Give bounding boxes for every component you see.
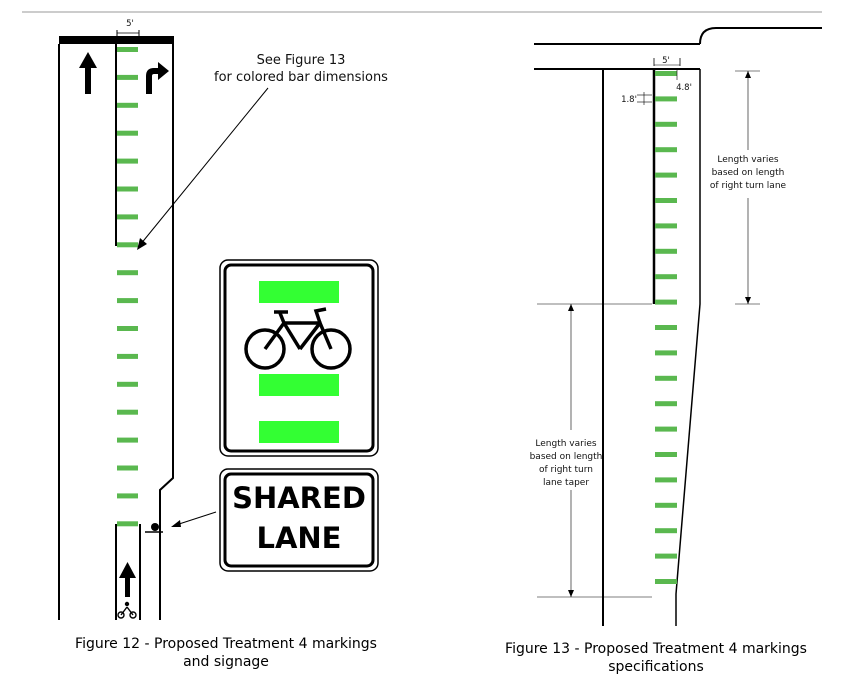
turn-lane-dim-arrow-bottom — [745, 297, 751, 304]
bicycle-icon — [244, 307, 352, 370]
green-bar — [655, 299, 677, 305]
fig12-green-bars — [117, 47, 138, 527]
fig12-caption-line1: Figure 12 - Proposed Treatment 4 marking… — [75, 636, 377, 652]
green-bar — [655, 477, 677, 483]
sign-leader — [175, 511, 217, 526]
fig12-callout-arrowhead — [137, 238, 147, 250]
fig12-callout-line1: See Figure 13 — [257, 53, 346, 68]
green-bar — [655, 401, 677, 407]
green-bar — [117, 298, 138, 304]
green-bar — [655, 325, 677, 330]
green-bar — [655, 502, 677, 508]
green-bar — [655, 121, 677, 127]
taper-dim-arrow-top — [568, 304, 574, 311]
green-bar — [117, 47, 138, 52]
taper-dim-arrow-bottom — [568, 590, 574, 597]
green-bar — [655, 223, 677, 229]
turn-lane-note-line2: based on length — [712, 168, 785, 178]
green-bar — [117, 521, 138, 527]
green-bar — [655, 426, 677, 432]
right-turn-arrow-icon — [146, 62, 169, 94]
green-bar — [117, 465, 138, 471]
sign-green-bar-2 — [259, 374, 339, 396]
sign-text-shared: SHARED — [232, 481, 366, 515]
sign-green-bar-3 — [259, 421, 339, 443]
green-bar — [655, 579, 677, 584]
green-bar — [655, 350, 677, 356]
green-bar — [117, 242, 138, 248]
bike-lane-sign — [219, 259, 379, 457]
fig13-caption-line2: specifications — [608, 659, 704, 675]
detector-icon — [145, 523, 163, 533]
green-bar — [655, 198, 677, 203]
turn-lane-note-line3: of right turn lane — [710, 181, 787, 191]
taper-note-line3: of right turn — [539, 465, 593, 475]
taper-note-line1: Length varies — [535, 439, 596, 449]
green-bar — [117, 409, 138, 415]
green-bar — [117, 214, 138, 220]
figure-12: 5' See Figure 13 for colored bar dimensi… — [58, 19, 388, 670]
green-bar — [117, 381, 138, 387]
right-edge-line — [159, 44, 174, 620]
green-bar — [117, 326, 138, 331]
sign-green-bar-1 — [259, 281, 339, 303]
green-bar — [117, 102, 138, 108]
figure-13: 5' 4.8' 1.8' Length varies based on leng… — [505, 27, 822, 675]
green-bar — [117, 437, 138, 443]
sign-leader-arrowhead — [171, 520, 181, 527]
fig13-taper-line — [675, 69, 701, 626]
sign-text-lane: LANE — [256, 521, 341, 555]
green-bar — [655, 147, 677, 153]
fig13-bar-height-label: 1.8' — [621, 95, 637, 105]
green-bar — [655, 528, 677, 534]
turn-lane-dim-arrow-top — [745, 71, 751, 78]
green-bar — [117, 158, 138, 164]
green-bar — [655, 172, 677, 178]
green-bar — [655, 71, 677, 76]
green-bar — [117, 74, 138, 80]
green-bar — [655, 96, 677, 102]
stop-bar — [59, 36, 174, 44]
green-bar — [655, 375, 677, 381]
green-bar — [117, 270, 138, 276]
taper-note-line2: based on length — [530, 452, 603, 462]
green-bar — [655, 553, 677, 559]
fig12-callout-leader — [139, 87, 269, 246]
green-bar — [655, 274, 677, 280]
fig13-width-label: 5' — [662, 56, 670, 66]
green-bar — [117, 353, 138, 359]
fig13-caption-line1: Figure 13 - Proposed Treatment 4 marking… — [505, 641, 807, 657]
green-bar — [117, 493, 138, 499]
corner-curb — [699, 27, 822, 45]
fig13-bar-width-label: 4.8' — [676, 83, 692, 93]
taper-note-line4: lane taper — [543, 478, 589, 488]
turn-lane-note-line1: Length varies — [717, 155, 778, 165]
straight-arrow-icon — [79, 52, 97, 94]
green-bar — [117, 186, 138, 192]
green-bar — [655, 452, 677, 457]
green-bar — [655, 248, 677, 254]
fig12-caption-line2: and signage — [183, 654, 269, 670]
bicycle-symbol-icon — [117, 601, 137, 619]
fig13-green-bars — [655, 71, 677, 584]
shared-lane-sign: SHARED LANE — [219, 468, 379, 572]
fig12-callout-line2: for colored bar dimensions — [214, 70, 388, 85]
green-bar — [117, 130, 138, 136]
lane-arrow-icon — [119, 562, 136, 597]
fig12-width-label: 5' — [126, 19, 134, 29]
